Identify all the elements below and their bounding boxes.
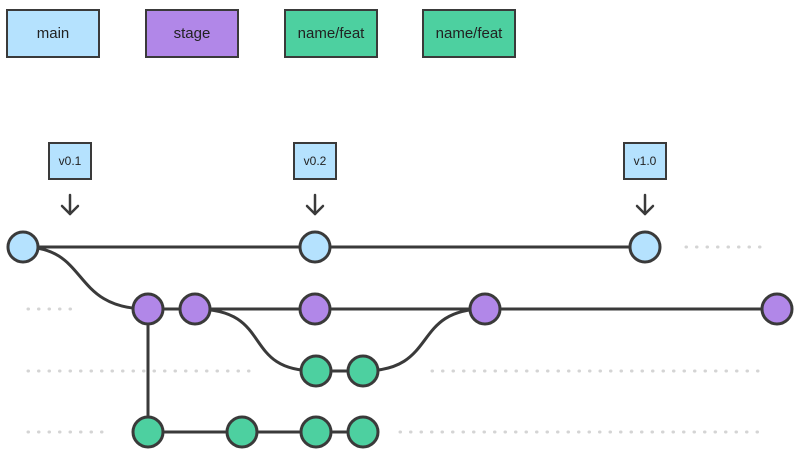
stage-to-feature-upper-connector [194, 307, 317, 373]
tag-v0-1: v0.1 [48, 142, 92, 180]
main-commit [6, 230, 40, 264]
stage-commit [298, 292, 332, 326]
tag-v0-1-label: v0.1 [58, 154, 82, 168]
feature-upper-merge-connector [362, 307, 486, 373]
feature-commit [346, 415, 380, 449]
stage-commit [760, 292, 794, 326]
legend-main: main [6, 9, 100, 58]
legend-main-label: main [36, 25, 70, 42]
legend-feature-1: name/feat [284, 9, 378, 58]
main-commit [628, 230, 662, 264]
stage-commit [131, 292, 165, 326]
dotted-guides [26, 245, 768, 434]
arrow-down-icon [635, 193, 655, 216]
main-commit [298, 230, 332, 264]
legend-feature-1-label: name/feat [297, 25, 365, 42]
feature-commit [299, 354, 333, 388]
legend-stage: stage [145, 9, 239, 58]
arrow-down-icon [60, 193, 80, 216]
legend-stage-label: stage [173, 25, 211, 42]
stage-commit [468, 292, 502, 326]
main-to-stage-connector [22, 245, 149, 311]
tag-v1-0-label: v1.0 [633, 154, 657, 168]
stage-commit [178, 292, 212, 326]
feature-commit [225, 415, 259, 449]
tag-v1-0: v1.0 [623, 142, 667, 180]
legend-feature-2-label: name/feat [435, 25, 503, 42]
feature-commit [346, 354, 380, 388]
arrow-down-icon [305, 193, 325, 216]
legend-feature-2: name/feat [422, 9, 516, 58]
tag-v0-2: v0.2 [293, 142, 337, 180]
feature-commit [131, 415, 165, 449]
feature-commit [299, 415, 333, 449]
tag-v0-2-label: v0.2 [303, 154, 327, 168]
